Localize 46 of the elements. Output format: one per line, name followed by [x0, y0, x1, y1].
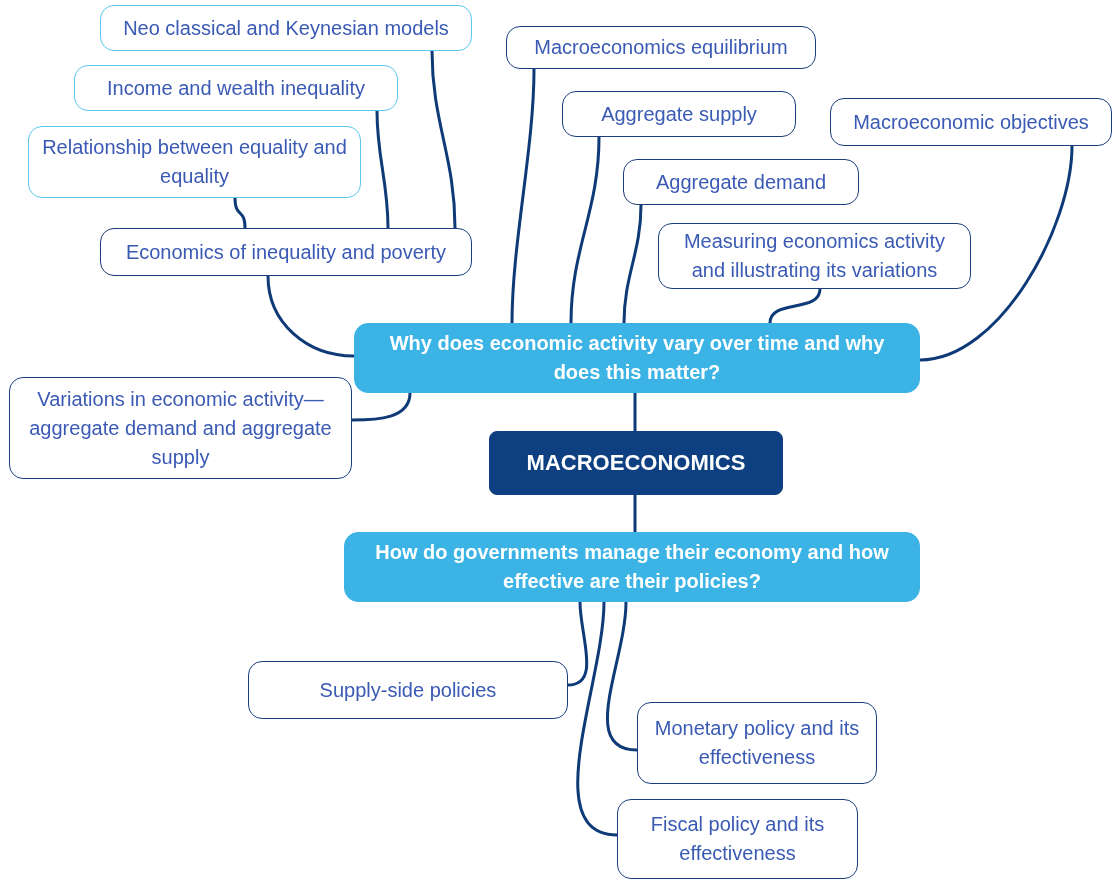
topic-text: Macroeconomics equilibrium	[534, 35, 788, 60]
topic-box	[506, 26, 816, 69]
topic-text: Variations in economic activity— aggregate demand and aggregate supply	[28, 386, 333, 470]
connector-line	[576, 601, 618, 837]
topic-text: MACROECONOMICS	[526, 449, 746, 478]
topic-box	[248, 661, 568, 719]
connector-line	[375, 110, 390, 229]
topic-box	[658, 223, 971, 289]
topic-text: How do governments manage their economy and how effective are their policies?	[374, 540, 890, 594]
topic-text: Why does economic activity vary over time and why does this matter?	[388, 331, 886, 385]
connector-line	[233, 197, 247, 229]
connector-line	[266, 275, 355, 358]
topic-box	[617, 799, 858, 879]
connector-line	[569, 136, 601, 324]
topic-text: Neo classical and Keynesian models	[123, 15, 449, 41]
connector-line	[352, 392, 412, 422]
topic-box	[623, 159, 859, 205]
topic-box	[100, 228, 472, 276]
topic-box	[74, 65, 398, 111]
topic-text: Income and wealth inequality	[107, 75, 365, 101]
topic-box	[100, 5, 472, 51]
topic-box	[28, 126, 361, 198]
connector-line	[919, 145, 1074, 362]
question-box	[354, 323, 920, 393]
topic-text: Aggregate supply	[601, 101, 757, 127]
connector-line	[622, 204, 643, 324]
topic-text: Measuring economics activity and illustrating its variations	[682, 229, 947, 283]
connector-line	[430, 50, 457, 229]
topic-box	[637, 702, 877, 784]
topic-text: Supply-side policies	[319, 677, 497, 703]
connector-line	[633, 495, 637, 532]
connector-line	[606, 601, 638, 752]
connector-line	[567, 601, 589, 687]
topic-text: Relationship between equality and equality	[41, 135, 348, 189]
topic-box	[562, 91, 796, 137]
topic-text: Fiscal policy and its effectiveness	[649, 812, 826, 866]
connector-line	[633, 393, 637, 431]
topic-box	[9, 377, 352, 479]
central-topic-box	[489, 431, 783, 495]
topic-text: Monetary policy and its effectiveness	[653, 716, 861, 770]
topic-text: Economics of inequality and poverty	[125, 239, 447, 265]
topic-text: Macroeconomic objectives	[853, 109, 1089, 135]
connector-line	[510, 68, 536, 324]
topic-text: Aggregate demand	[655, 169, 827, 195]
question-box	[344, 532, 920, 602]
topic-box	[830, 98, 1112, 146]
